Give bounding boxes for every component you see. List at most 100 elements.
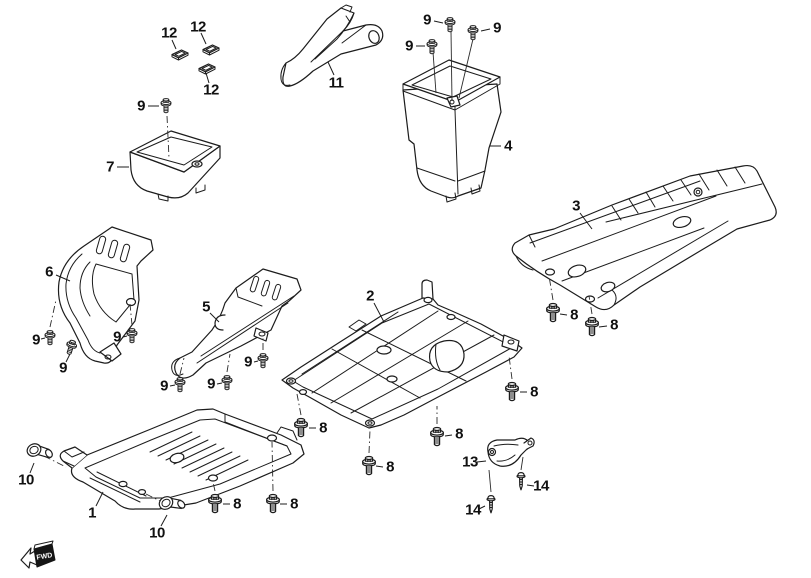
- callout-ref-9: 9: [207, 376, 223, 393]
- callout-number: 12: [161, 25, 177, 42]
- part-7-storage-tray: [129, 130, 221, 202]
- callout-leader-line: [579, 212, 593, 230]
- callout-leader-line: [171, 39, 177, 50]
- callout-leader-line: [476, 460, 487, 463]
- fastener-hex-flange-bolt-small-ref9: [175, 378, 185, 392]
- callout-number: 12: [190, 19, 206, 36]
- callout-ref-11: 11: [327, 61, 344, 92]
- fastener-hex-flange-bolt-ref8: [546, 302, 560, 323]
- callout-number: 7: [106, 159, 114, 176]
- callout-number: 8: [530, 384, 538, 401]
- callout-ref-2: 2: [366, 288, 385, 323]
- callout-number: 8: [570, 307, 578, 324]
- fastener-hex-flange-bolt-ref8: [266, 493, 280, 514]
- callout-number: 11: [329, 75, 344, 92]
- callout-ref-12: 12: [190, 19, 206, 45]
- callout-number: 9: [244, 354, 252, 371]
- callout-ref-1: 1: [88, 491, 104, 522]
- callout-ref-8: 8: [223, 496, 242, 513]
- callout-ref-9: 9: [32, 332, 46, 349]
- callout-leader-line: [95, 491, 104, 507]
- callout-number: 9: [207, 376, 215, 393]
- callout-ref-12: 12: [161, 25, 177, 50]
- callout-leader-line: [433, 20, 444, 24]
- callout-ref-8: 8: [520, 384, 539, 401]
- part-2-center-skid-plate: [281, 279, 523, 429]
- callout-number: 8: [610, 317, 618, 334]
- callout-leader-line: [375, 465, 384, 468]
- callout-ref-8: 8: [444, 426, 464, 443]
- callout-number: 9: [160, 378, 168, 395]
- callout-number: 9: [32, 332, 40, 349]
- callout-leader-line: [40, 337, 46, 340]
- callout-leader-line: [216, 382, 223, 385]
- fastener-body-plug-ref10: [23, 439, 55, 462]
- assembly-guide-line: [271, 441, 274, 492]
- fwd-label: FWD: [36, 552, 53, 562]
- callout-ref-9: 9: [423, 12, 444, 29]
- callout-leader-line: [559, 313, 568, 316]
- fastener-hex-flange-bolt-small-ref9: [445, 18, 455, 32]
- part-11-duct-bracket: [280, 4, 384, 87]
- part-1-front-skid-plate: [59, 408, 305, 510]
- callout-ref-10: 10: [149, 514, 168, 542]
- assembly-guide-line: [508, 355, 513, 380]
- callout-leader-line: [253, 360, 259, 363]
- callout-ref-4: 4: [490, 138, 514, 155]
- assembly-guide-line: [548, 275, 554, 301]
- callout-number: 9: [113, 329, 121, 346]
- assembly-guide-line: [296, 393, 302, 416]
- assembly-guide-line: [450, 30, 453, 102]
- callout-leader-line: [209, 312, 220, 323]
- callout-ref-9: 9: [113, 329, 128, 346]
- callout-number: 10: [149, 525, 165, 542]
- fastener-hex-flange-bolt-small-ref9: [161, 99, 171, 113]
- callout-leader-line: [205, 72, 210, 84]
- callout-leader-line: [526, 484, 535, 487]
- callout-leader-line: [65, 353, 71, 363]
- fastener-hex-flange-bolt-small-ref9: [127, 329, 137, 343]
- fastener-self-tapping-screw-ref14: [486, 495, 496, 514]
- fastener-hex-flange-bolt-small-ref9: [468, 26, 478, 40]
- callout-ref-14: 14: [526, 478, 550, 495]
- callout-ref-8: 8: [280, 496, 299, 513]
- fastener-hex-flange-bolt-ref8: [585, 316, 599, 337]
- assembly-guide-line: [458, 38, 474, 99]
- callout-ref-5: 5: [202, 299, 220, 323]
- fwd-box: [33, 543, 56, 568]
- callout-ref-14: 14: [465, 502, 486, 519]
- callout-ref-3: 3: [572, 198, 593, 230]
- assembly-guide-line: [368, 429, 371, 454]
- callout-leader-line: [169, 384, 176, 387]
- callout-number: 8: [290, 496, 298, 513]
- fastener-hex-flange-bolt-ref8: [294, 417, 308, 438]
- fastener-hex-flange-bolt-ref8: [208, 493, 222, 514]
- assembly-guide-line: [588, 295, 593, 315]
- part-5-heat-guard: [171, 268, 302, 379]
- assembly-guide-line: [520, 456, 524, 471]
- assembly-guide-line: [166, 115, 170, 159]
- callout-number: 2: [366, 288, 374, 305]
- callout-number: 14: [465, 502, 482, 519]
- assembly-guide-line: [226, 353, 231, 373]
- callout-leader-line: [122, 335, 128, 338]
- callout-leader-line: [373, 302, 385, 323]
- fastener-hex-flange-bolt-small-ref9: [427, 40, 437, 54]
- fastener-hex-flange-bolt-small-ref9: [258, 354, 268, 368]
- callout-number: 10: [18, 472, 34, 489]
- callout-number: 8: [319, 420, 327, 437]
- fastener-hex-flange-bolt-ref8: [430, 426, 444, 447]
- callout-ref-9: 9: [405, 38, 425, 55]
- part-6-heat-guard-left: [57, 226, 154, 364]
- callout-number: 9: [423, 12, 431, 29]
- fastener-hex-flange-bolt-small-ref9: [222, 376, 232, 390]
- callout-number: 6: [45, 264, 53, 281]
- callout-ref-9: 9: [59, 353, 71, 377]
- callout-leader-line: [598, 325, 608, 328]
- fastener-hex-flange-bolt-ref8: [362, 455, 376, 476]
- assembly-guide-line: [49, 299, 57, 328]
- assembly-guide-line: [212, 481, 216, 492]
- callout-leader-line: [327, 61, 335, 76]
- callout-ref-12: 12: [203, 72, 219, 99]
